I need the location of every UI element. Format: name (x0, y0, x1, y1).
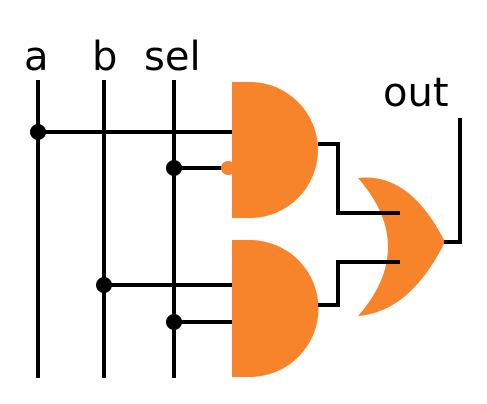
input-label-sel: sel (144, 34, 201, 80)
and-gate-bottom (232, 240, 319, 377)
and-gate-top (232, 82, 318, 218)
input-label-a: a (24, 34, 49, 80)
wire-and2-to-or (318, 260, 400, 307)
wire-output (444, 118, 462, 244)
junction-dot-sel-top (166, 160, 182, 176)
or-gate (358, 177, 445, 316)
wire-and1-to-or (318, 142, 400, 215)
junction-dot-b (96, 277, 112, 293)
inverter-bubble (221, 161, 235, 175)
input-label-b: b (92, 34, 117, 80)
output-label-out: out (383, 70, 449, 116)
junction-dot-a (30, 124, 46, 140)
junction-dot-sel-bottom (166, 314, 182, 330)
